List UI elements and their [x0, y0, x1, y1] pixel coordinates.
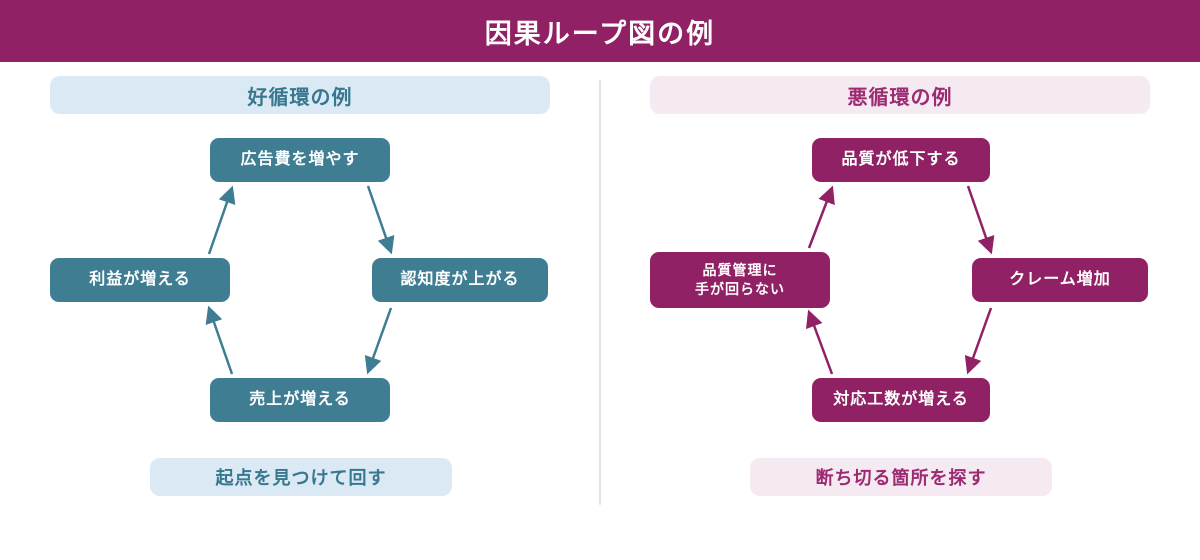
- virtuous-cycle-footer: 起点を見つけて回す: [150, 458, 452, 496]
- header-banner: 因果ループ図の例: [0, 0, 1200, 62]
- arrow-bottom-to-left: [806, 309, 834, 375]
- node-sales-increase: 売上が増える: [210, 378, 390, 422]
- node-complaints-increase: クレーム増加: [972, 258, 1148, 302]
- vicious-cycle-heading: 悪循環の例: [650, 76, 1150, 114]
- arrow-right-to-bottom: [964, 307, 993, 375]
- arrow-top-to-right: [966, 185, 995, 255]
- arrow-left-to-top: [207, 185, 236, 255]
- vicious-cycle-footer: 断ち切る箇所を探す: [750, 458, 1052, 496]
- node-quality-declines: 品質が低下する: [812, 138, 990, 182]
- node-profit-increases: 利益が増える: [50, 258, 230, 302]
- arrow-left-to-top: [807, 185, 835, 249]
- node-awareness-rises: 認知度が上がる: [372, 258, 548, 302]
- panel-divider: [599, 80, 601, 505]
- page-title: 因果ループ図の例: [484, 18, 716, 49]
- node-workload-increases: 対応工数が増える: [812, 378, 990, 422]
- arrow-top-to-right: [366, 185, 395, 255]
- node-no-time-for-quality-control: 品質管理に 手が回らない: [650, 252, 830, 308]
- arrow-right-to-bottom: [364, 307, 393, 375]
- arrow-bottom-to-left: [205, 305, 234, 375]
- node-increase-ad-spend: 広告費を増やす: [210, 138, 390, 182]
- virtuous-cycle-heading: 好循環の例: [50, 76, 550, 114]
